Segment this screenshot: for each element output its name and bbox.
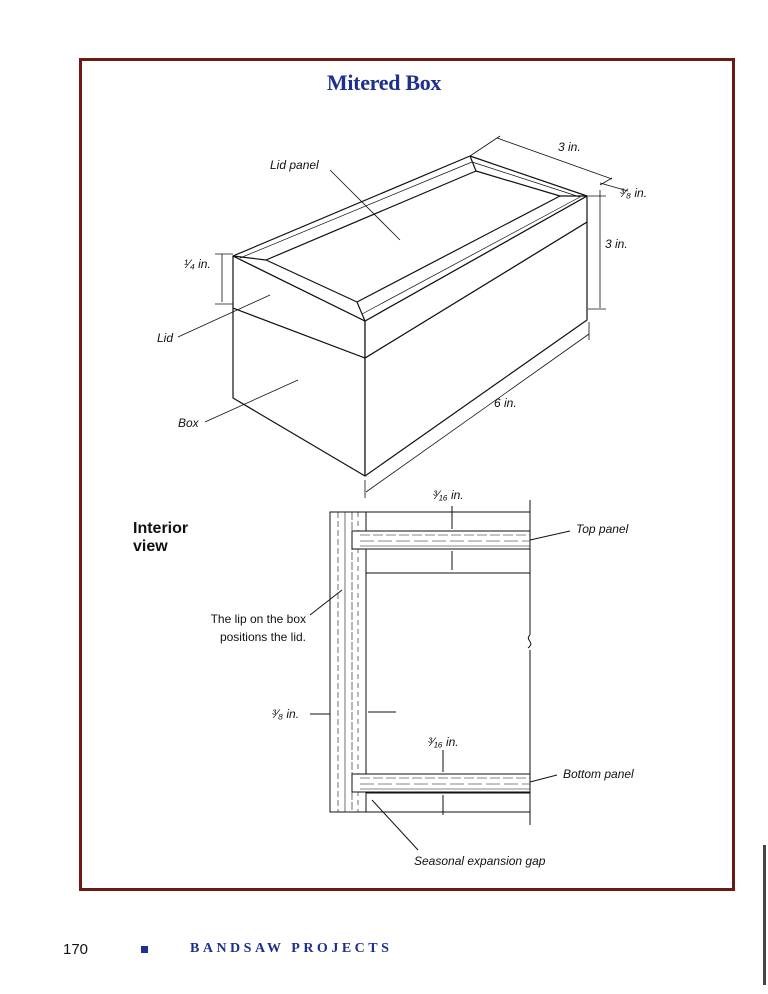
label-height: 3 in. bbox=[605, 237, 628, 251]
interior-view-heading: Interior view bbox=[133, 520, 189, 555]
label-expansion-gap: Seasonal expansion gap bbox=[414, 854, 546, 868]
label-box: Box bbox=[178, 416, 199, 430]
label-top-panel: Top panel bbox=[576, 522, 629, 536]
label-width: 3 in. bbox=[558, 140, 581, 154]
dimension-lines bbox=[177, 135, 629, 498]
label-lid-panel: Lid panel bbox=[270, 158, 319, 172]
label-three-eighths: ³⁄₈ in. bbox=[620, 186, 648, 200]
label-top-gap: ³⁄₁₆ in. bbox=[433, 488, 464, 502]
label-lip-note: The lip on the box positions the lid. bbox=[210, 612, 306, 644]
footer-bullet-icon bbox=[141, 946, 148, 953]
figure-frame bbox=[79, 58, 735, 891]
label-lip-width: ³⁄₈ in. bbox=[272, 707, 300, 721]
figure-title: Mitered Box bbox=[326, 70, 442, 95]
interior-section bbox=[309, 500, 571, 851]
page-number: 170 bbox=[63, 941, 89, 958]
page-edge-shadow bbox=[763, 845, 766, 985]
book-title: BANDSAW PROJECTS bbox=[190, 941, 393, 956]
label-bottom-panel: Bottom panel bbox=[563, 767, 634, 781]
label-lid: Lid bbox=[157, 331, 174, 345]
label-length: 6 in. bbox=[494, 396, 517, 410]
label-quarter: ¹⁄₄ in. bbox=[184, 257, 211, 271]
label-bottom-gap: ³⁄₁₆ in. bbox=[428, 735, 459, 749]
